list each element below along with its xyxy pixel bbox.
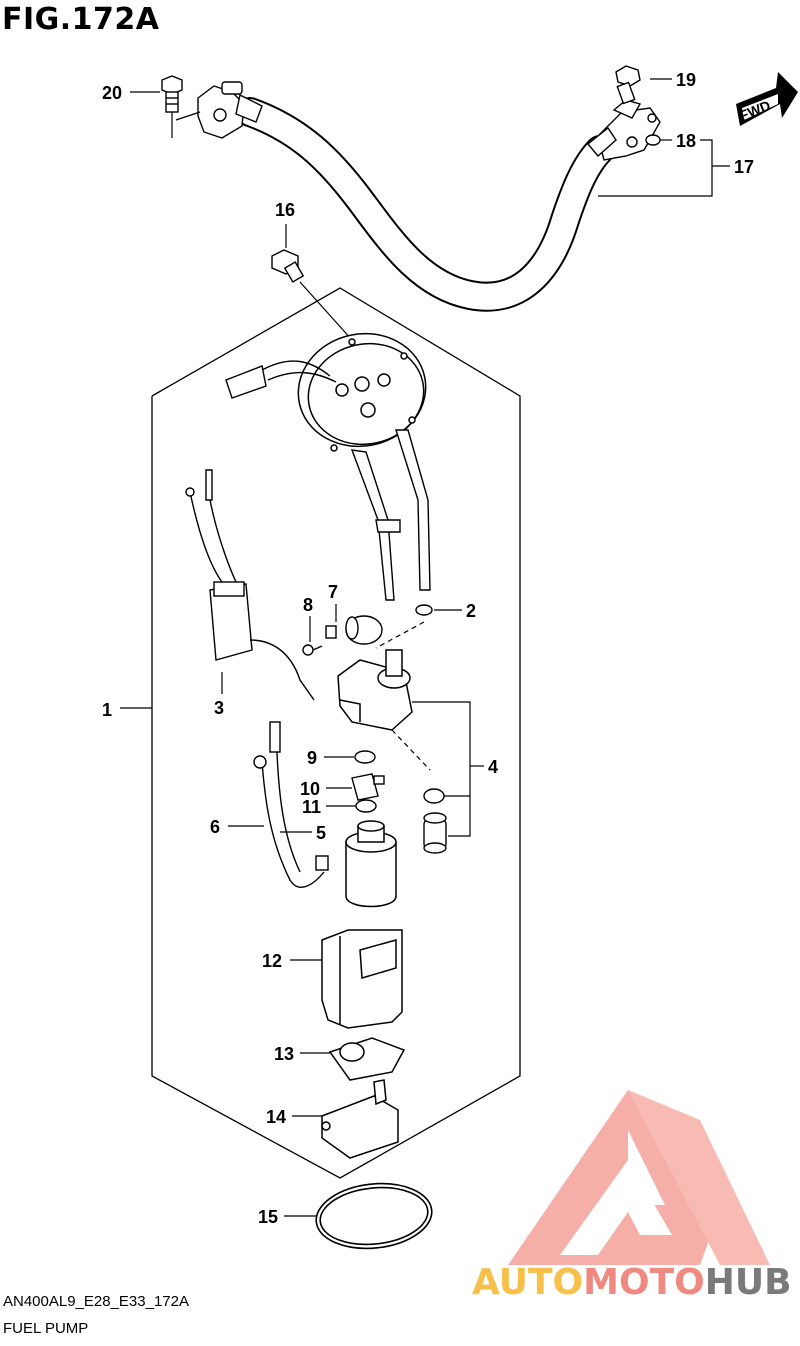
figure-title: FIG.172A: [2, 2, 160, 37]
o-ring-9: [354, 750, 376, 764]
callout-2: 2: [466, 601, 476, 621]
callout-8: 8: [303, 595, 313, 615]
washer-18: [645, 134, 661, 146]
callout-4: 4: [488, 757, 498, 777]
callout-13: 13: [274, 1044, 294, 1064]
fuel-filter-case: [321, 929, 403, 1029]
callout-5: 5: [316, 823, 326, 843]
hose-fitting-left: [175, 81, 263, 139]
clip-7: [325, 625, 337, 639]
callout-11: 11: [302, 797, 321, 817]
callout-3: 3: [214, 698, 224, 718]
bolt-19: [615, 65, 641, 105]
holder: [321, 1079, 399, 1159]
figure-name: FUEL PUMP: [3, 1320, 89, 1337]
assembly-boundary: [151, 287, 521, 1179]
callout-6: 6: [210, 817, 220, 837]
joint-10: [351, 773, 385, 801]
o-ring-11: [355, 799, 377, 813]
watermark-auto: AUTO: [472, 1262, 583, 1303]
watermark-moto: MOTO: [583, 1262, 705, 1303]
bolt-20: [161, 75, 183, 113]
fwd-arrow-icon: FWD: [736, 72, 798, 126]
callout-16: 16: [275, 200, 295, 220]
o-ring-4a: [423, 788, 445, 804]
callout-18: 18: [676, 131, 696, 151]
fuel-pump-motor: [345, 820, 397, 908]
callout-12: 12: [262, 951, 282, 971]
callout-15: 15: [258, 1207, 278, 1227]
callout-1: 1: [102, 700, 112, 720]
callout-20: 20: [102, 83, 122, 103]
pump-flange: [297, 332, 427, 452]
dashed-leader-4: [391, 729, 431, 771]
callout-10: 10: [300, 779, 320, 799]
fuel-hose: [235, 97, 615, 312]
hose-fitting-right: [587, 99, 661, 161]
watermark-logo: [508, 1090, 770, 1265]
bolt-16-leader: [299, 281, 353, 341]
lead-wire: [253, 721, 329, 888]
watermark-brand: AUTOMOTOHUB: [472, 1262, 792, 1303]
callout-7: 7: [328, 582, 338, 602]
pressure-regulator-housing: [337, 649, 413, 731]
callout-9: 9: [307, 748, 317, 768]
fuel-level-sensor: [185, 469, 315, 701]
callouts: 1 2 3 4 5 6 7 8 9 10 11 12 13 14 15 16 1…: [102, 70, 754, 1227]
regulator-valve: [423, 812, 447, 854]
gasket: [315, 1182, 433, 1250]
svg-text:AUTOMOTOHUB: AUTOMOTOHUB: [472, 1262, 792, 1303]
fwd-label: FWD: [737, 97, 773, 124]
leader-lines: [120, 78, 730, 1217]
dashed-leader-2: [375, 621, 425, 649]
flange-wire: [225, 360, 337, 399]
callout-17: 17: [734, 157, 754, 177]
callout-19: 19: [676, 70, 696, 90]
pump-bracket: [350, 429, 431, 601]
figure-code: AN400AL9_E28_E33_172A: [3, 1293, 189, 1310]
watermark-hub: HUB: [705, 1262, 792, 1303]
o-ring-2: [415, 604, 433, 616]
screw-8: [302, 644, 323, 656]
bolt-16: [271, 249, 305, 283]
callout-14: 14: [266, 1107, 286, 1127]
cushion: [345, 615, 383, 645]
strainer: [328, 1037, 406, 1081]
